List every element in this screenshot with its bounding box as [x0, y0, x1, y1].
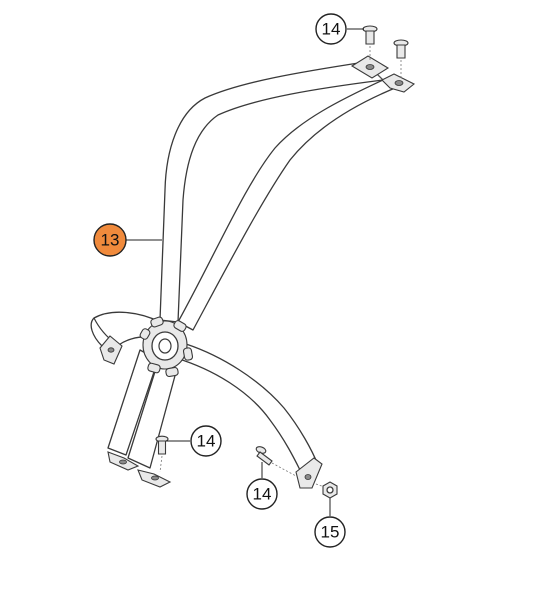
- waist-anchor-plate: [99, 335, 123, 365]
- harness-assembly: [90, 61, 401, 471]
- callout-label: 14: [197, 432, 216, 451]
- callout-14-mid: 14: [190, 425, 222, 457]
- top-anchor-plates: [350, 55, 416, 93]
- callout-14-top: 14: [315, 13, 347, 45]
- callout-label: 13: [101, 231, 120, 250]
- bolt-middle: [155, 435, 169, 473]
- buckle-tab-top-right: [173, 320, 187, 332]
- callout-label: 15: [321, 523, 340, 542]
- callout-label: 14: [253, 485, 272, 504]
- callout-13: 13: [93, 223, 127, 257]
- crotch-anchor-plates: [107, 451, 172, 488]
- center-buckle: [139, 316, 194, 378]
- callout-label: 14: [322, 20, 341, 39]
- bolt-bottom: [255, 446, 297, 477]
- callout-14-bottom: 14: [246, 478, 278, 510]
- buckle-tab-top-left: [150, 316, 164, 328]
- callout-15: 15: [314, 516, 346, 548]
- buckle-tab-left: [139, 328, 151, 340]
- buckle-tab-bottom-left: [147, 362, 161, 374]
- buckle-tab-bottom: [165, 366, 179, 378]
- buckle-tab-right: [182, 347, 194, 361]
- bolt-top-left: [362, 25, 378, 62]
- right-anchor-plate: [295, 457, 323, 489]
- leader-lines: [126, 28, 364, 516]
- bolt-top-right: [393, 39, 409, 78]
- right-shoulder-strap: [177, 79, 401, 331]
- nut: [315, 481, 338, 499]
